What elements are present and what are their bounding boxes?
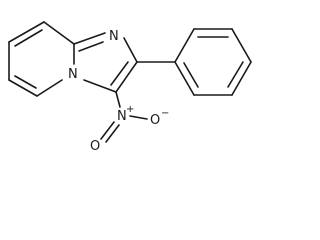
bond (14, 29, 43, 47)
bond (231, 28, 252, 63)
bond (105, 124, 120, 143)
atom-label-o-single: O (150, 113, 160, 128)
atom-label-o-double: O (90, 139, 100, 152)
imidazole-ring (73, 32, 138, 93)
bond (8, 21, 45, 43)
bond (129, 115, 148, 120)
bond (110, 61, 129, 86)
charge-label-minus: − (161, 108, 169, 119)
bond (183, 62, 199, 88)
bond (115, 91, 121, 108)
bond (83, 79, 117, 93)
atom-label-n-ring-top: N (109, 29, 119, 44)
bond (123, 37, 138, 63)
bond (8, 79, 38, 97)
atom-label-n-ring-bridge: N (68, 67, 78, 82)
phenyl-ring (136, 28, 252, 96)
bond (36, 79, 63, 97)
bond (227, 61, 244, 88)
bond (14, 75, 37, 89)
bond (174, 61, 195, 96)
atom-label-n-nitro: N (117, 109, 127, 124)
bond (43, 21, 75, 45)
bond (231, 61, 252, 96)
bond (115, 61, 138, 93)
bond (78, 41, 104, 52)
pyridine-ring (8, 21, 75, 97)
charge-label-plus: + (126, 104, 134, 115)
bond (73, 32, 106, 45)
bond (100, 121, 115, 140)
chemical-structure: N N N + O O − (8, 21, 252, 152)
bond (174, 28, 195, 63)
nitro-group (100, 91, 148, 143)
